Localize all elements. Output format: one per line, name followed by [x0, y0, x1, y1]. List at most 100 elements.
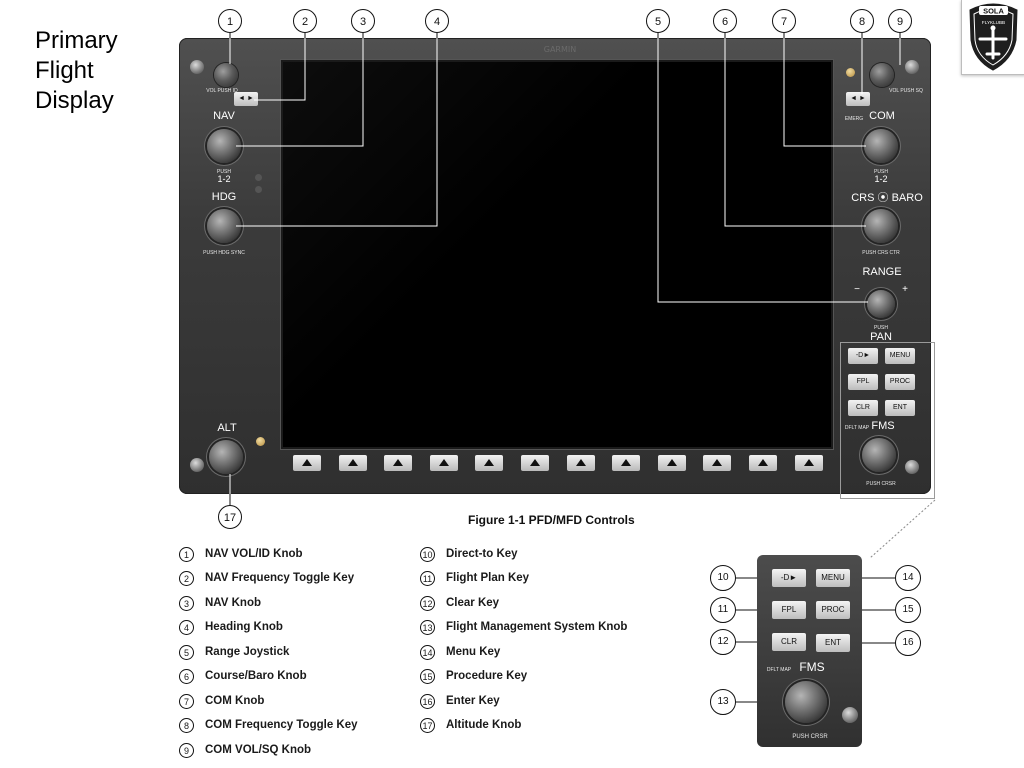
logo-name: SOLA	[983, 7, 1004, 16]
legend-label: Altitude Knob	[446, 719, 522, 731]
direct-to-key[interactable]: -D►	[848, 348, 878, 364]
legend-number: 10	[420, 546, 435, 562]
club-logo: SOLA FLYKLUBB	[961, 0, 1024, 75]
legend-number: 1	[179, 546, 194, 562]
nav-vol-label: VOL	[206, 88, 217, 94]
pan-push-label: PUSH	[874, 325, 888, 331]
legend-label: Clear Key	[446, 597, 500, 609]
inset-fms-knob[interactable]	[785, 681, 827, 723]
legend-label: Direct-to Key	[446, 548, 518, 560]
legend-number: 2	[179, 570, 194, 586]
screw	[190, 60, 204, 74]
push-crsr-label: PUSH CRSR	[866, 481, 896, 487]
photocell-lamp	[256, 437, 265, 446]
softkey-1[interactable]	[293, 455, 321, 471]
inset-dflt-map-label: DFLT MAP	[766, 667, 792, 673]
com-vol-sub-label: PUSH SQ	[900, 88, 923, 94]
com-push-label: PUSH	[874, 169, 888, 175]
clear-key[interactable]: CLR	[848, 400, 878, 416]
legend-label: Course/Baro Knob	[205, 670, 307, 682]
menu-key[interactable]: MENU	[885, 348, 915, 364]
com-vol-sq-knob[interactable]	[870, 63, 894, 87]
legend-number: 14	[420, 644, 435, 660]
callout-6: 6	[713, 9, 737, 33]
inset-procedure-key[interactable]: PROC	[816, 601, 850, 619]
softkey-2[interactable]	[339, 455, 367, 471]
inset-direct-to-key[interactable]: -D►	[772, 569, 806, 587]
flight-plan-key[interactable]: FPL	[848, 374, 878, 390]
legend-label: COM Knob	[205, 695, 265, 707]
nav-push-label: PUSH	[217, 169, 231, 175]
legend-number: 11	[420, 570, 435, 586]
softkey-7[interactable]	[567, 455, 595, 471]
slide-title: Primary Flight Display	[35, 27, 118, 114]
softkey-5[interactable]	[475, 455, 503, 471]
nav-knob[interactable]	[207, 129, 241, 163]
softkey-10[interactable]	[703, 455, 731, 471]
fms-knob[interactable]	[862, 438, 896, 472]
inset-enter-key[interactable]: ENT	[816, 634, 850, 652]
nav-vol-id-knob[interactable]	[214, 63, 238, 87]
legend-item: 5 Range Joystick	[179, 643, 289, 661]
callout-13: 13	[710, 689, 736, 715]
callout-15: 15	[895, 597, 921, 623]
fms-key-cluster	[840, 342, 935, 499]
legend-item: 6 Course/Baro Knob	[179, 667, 307, 685]
inset-menu-key[interactable]: MENU	[816, 569, 850, 587]
com-frequency-toggle-key[interactable]: ◄ ►	[846, 92, 870, 106]
callout-5: 5	[646, 9, 670, 33]
softkey-11[interactable]	[749, 455, 777, 471]
nav-frequency-toggle-key[interactable]: ◄ ►	[234, 92, 258, 106]
inset-flight-plan-key[interactable]: FPL	[772, 601, 806, 619]
softkey-4[interactable]	[430, 455, 458, 471]
screw	[190, 458, 204, 472]
com-knob[interactable]	[864, 129, 898, 163]
altitude-knob[interactable]	[209, 440, 243, 474]
legend-number: 5	[179, 644, 194, 660]
legend-label: COM Frequency Toggle Key	[205, 719, 358, 731]
softkey-8[interactable]	[612, 455, 640, 471]
legend-number: 7	[179, 693, 194, 709]
range-minus: −	[854, 284, 860, 295]
legend-number: 6	[179, 668, 194, 684]
legend-number: 13	[420, 619, 435, 635]
callout-14: 14	[895, 565, 921, 591]
legend-item: 14 Menu Key	[420, 643, 500, 661]
callout-11: 11	[710, 597, 736, 623]
inset-fms-label: FMS	[799, 660, 825, 674]
callout-1: 1	[218, 9, 242, 33]
photocell-lamp	[846, 68, 855, 77]
enter-key[interactable]: ENT	[885, 400, 915, 416]
legend-label: Range Joystick	[205, 646, 290, 658]
logo-subtitle: FLYKLUBB	[982, 20, 1005, 25]
legend-label: Flight Management System Knob	[446, 621, 628, 633]
legend-number: 12	[420, 595, 435, 611]
heading-knob[interactable]	[207, 209, 241, 243]
inset-clear-key[interactable]: CLR	[772, 633, 806, 651]
nav-label: NAV	[213, 110, 235, 122]
procedure-key[interactable]: PROC	[885, 374, 915, 390]
screw	[842, 707, 858, 723]
course-baro-knob[interactable]	[864, 209, 898, 243]
softkey-9[interactable]	[658, 455, 686, 471]
legend-item: 12 Clear Key	[420, 594, 499, 612]
shield-logo-icon: SOLA FLYKLUBB	[969, 3, 1018, 71]
legend-label: Menu Key	[446, 646, 501, 658]
softkey-6[interactable]	[521, 455, 549, 471]
callout-17: 17	[218, 505, 242, 529]
callout-9: 9	[888, 9, 912, 33]
legend-label: COM VOL/SQ Knob	[205, 744, 312, 756]
legend-item: 13 Flight Management System Knob	[420, 618, 627, 636]
softkey-12[interactable]	[795, 455, 823, 471]
legend-number: 3	[179, 595, 194, 611]
nav-push-sub-label: 1-2	[217, 174, 231, 184]
softkey-3[interactable]	[384, 455, 412, 471]
com-label: COM	[869, 110, 895, 122]
legend-item: 7 COM Knob	[179, 692, 264, 710]
range-joystick[interactable]	[867, 290, 895, 318]
